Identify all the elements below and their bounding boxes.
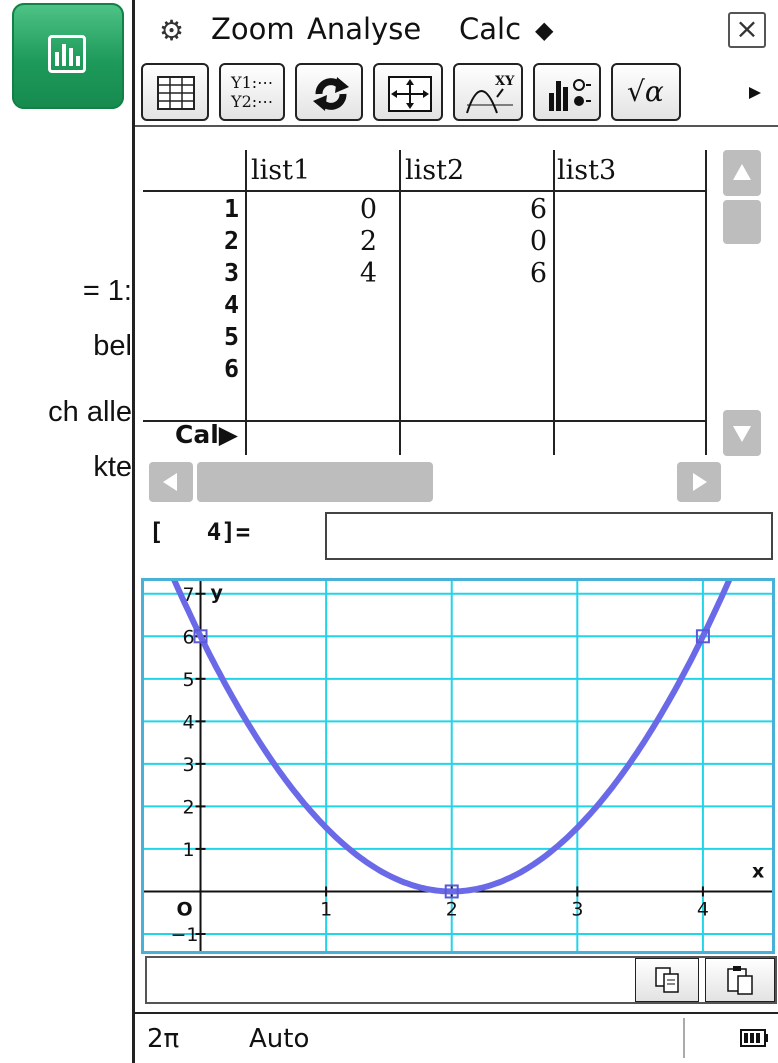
data-point [444,884,459,899]
view-window-button[interactable] [373,63,443,121]
toolbar-scroll-right[interactable] [705,63,778,121]
side-text-line-3: ch alle [48,396,132,428]
status-separator [683,1018,685,1058]
cell-list2[interactable]: 6 [529,194,547,225]
svg-text:XY: XY [495,74,515,89]
stat-graph-icon [549,79,591,111]
parabola-curve [171,581,733,895]
sqrt-alpha-label: √α [627,75,664,108]
menu-calc[interactable]: Calc [459,12,522,46]
battery-icon [739,1028,768,1048]
grid-col-divider [245,150,247,455]
column-header-list1[interactable]: list1 [251,155,311,186]
curve-trace-icon: XY [466,74,515,114]
triangle-right-icon [693,473,707,491]
paste-button[interactable] [705,958,775,1002]
data-point [193,629,208,644]
grid-col-divider [705,150,707,455]
y-tick-label: 2 [183,796,195,818]
y-tick-label: 1 [183,839,195,861]
x-tick-label: 4 [697,898,709,920]
histogram-icon [48,35,86,73]
y-tick-label: 3 [183,754,195,776]
side-text-line-2: bel [93,330,132,362]
row-number: 4 [223,290,239,319]
side-text-line-1: = 1: [82,275,132,307]
y2-label: Y2:⋯ [231,92,274,111]
x-tick-label: 2 [446,898,458,920]
entry-input[interactable] [325,512,773,560]
copy-button[interactable] [635,958,699,1002]
menu-diamond-icon[interactable]: ◆ [535,16,554,44]
grid-col-divider [399,150,401,455]
status-divider [135,1012,778,1014]
horizontal-scroll-thumb[interactable] [197,462,433,502]
row-number: 3 [223,258,239,287]
scroll-right-button[interactable] [677,462,721,502]
row-number: 5 [223,322,239,351]
play-right-icon [749,87,761,99]
row-number: 6 [223,354,239,383]
y-tick-label: 5 [183,669,195,691]
triangle-up-icon [733,164,751,180]
data-point [695,629,710,644]
copy-icon [655,967,679,993]
close-button[interactable]: × [728,12,766,48]
paste-icon [727,966,753,995]
menu-zoom[interactable]: Zoom [211,12,295,46]
entry-cell-label: [ 4]= [149,518,251,546]
cell-list2[interactable]: 0 [529,226,547,257]
sqrt-alpha-button[interactable]: √α [611,63,681,121]
calc-row-label[interactable]: Cal▶ [175,420,239,449]
trace-button[interactable]: XY [453,63,523,121]
table-view-button[interactable] [141,63,209,121]
graph-editor-button[interactable]: Y1:⋯ Y2:⋯ [219,63,285,121]
gear-icon[interactable]: ⚙ [159,14,185,47]
menu-bar: ⚙ Zoom Analyse Calc ◆ × [135,6,778,56]
x-tick-label: 1 [320,898,332,920]
cell-list1[interactable]: 4 [359,258,377,289]
y1-label: Y1:⋯ [231,73,274,92]
side-text-line-4: kte [93,451,132,483]
row-number: 2 [223,226,239,255]
menu-analyse[interactable]: Analyse [307,12,422,46]
scroll-up-button[interactable] [723,150,761,196]
stat-graph-button[interactable] [533,63,601,121]
column-header-list2[interactable]: list2 [405,155,465,186]
row-number: 1 [223,194,239,223]
scroll-thumb[interactable] [723,200,761,244]
origin-label: O [177,898,193,920]
angle-mode-status[interactable]: 2π [147,1024,180,1054]
statistics-app-icon[interactable] [12,3,124,109]
cell-list1[interactable]: 0 [359,194,377,225]
toolbar: Y1:⋯ Y2:⋯ XY [135,63,778,127]
y-tick-label: 4 [183,711,195,733]
x-tick-label: 3 [571,898,583,920]
x-axis-label: x [752,860,764,882]
cell-list2[interactable]: 6 [529,258,547,289]
column-header-list3[interactable]: list3 [557,155,617,186]
scroll-down-button[interactable] [723,410,761,456]
view-window-icon [388,76,432,112]
triangle-left-icon [163,473,177,491]
grid-calc-divider [143,420,707,422]
cell-list1[interactable]: 2 [359,226,377,257]
y-tick-label: −1 [171,924,199,946]
table-grid-icon [157,76,195,110]
triangle-down-icon [733,426,751,442]
calc-mode-status[interactable]: Auto [249,1024,310,1054]
y-axis-label: y [211,582,224,604]
y-tick-label: 6 [183,626,195,648]
scroll-left-button[interactable] [149,462,193,502]
calculator-screen: ⚙ Zoom Analyse Calc ◆ × Y1:⋯ Y2:⋯ [132,0,778,1063]
refresh-icon [313,77,349,111]
refresh-button[interactable] [295,63,363,121]
grid-col-divider [553,150,555,455]
grid-header-divider [143,190,707,192]
